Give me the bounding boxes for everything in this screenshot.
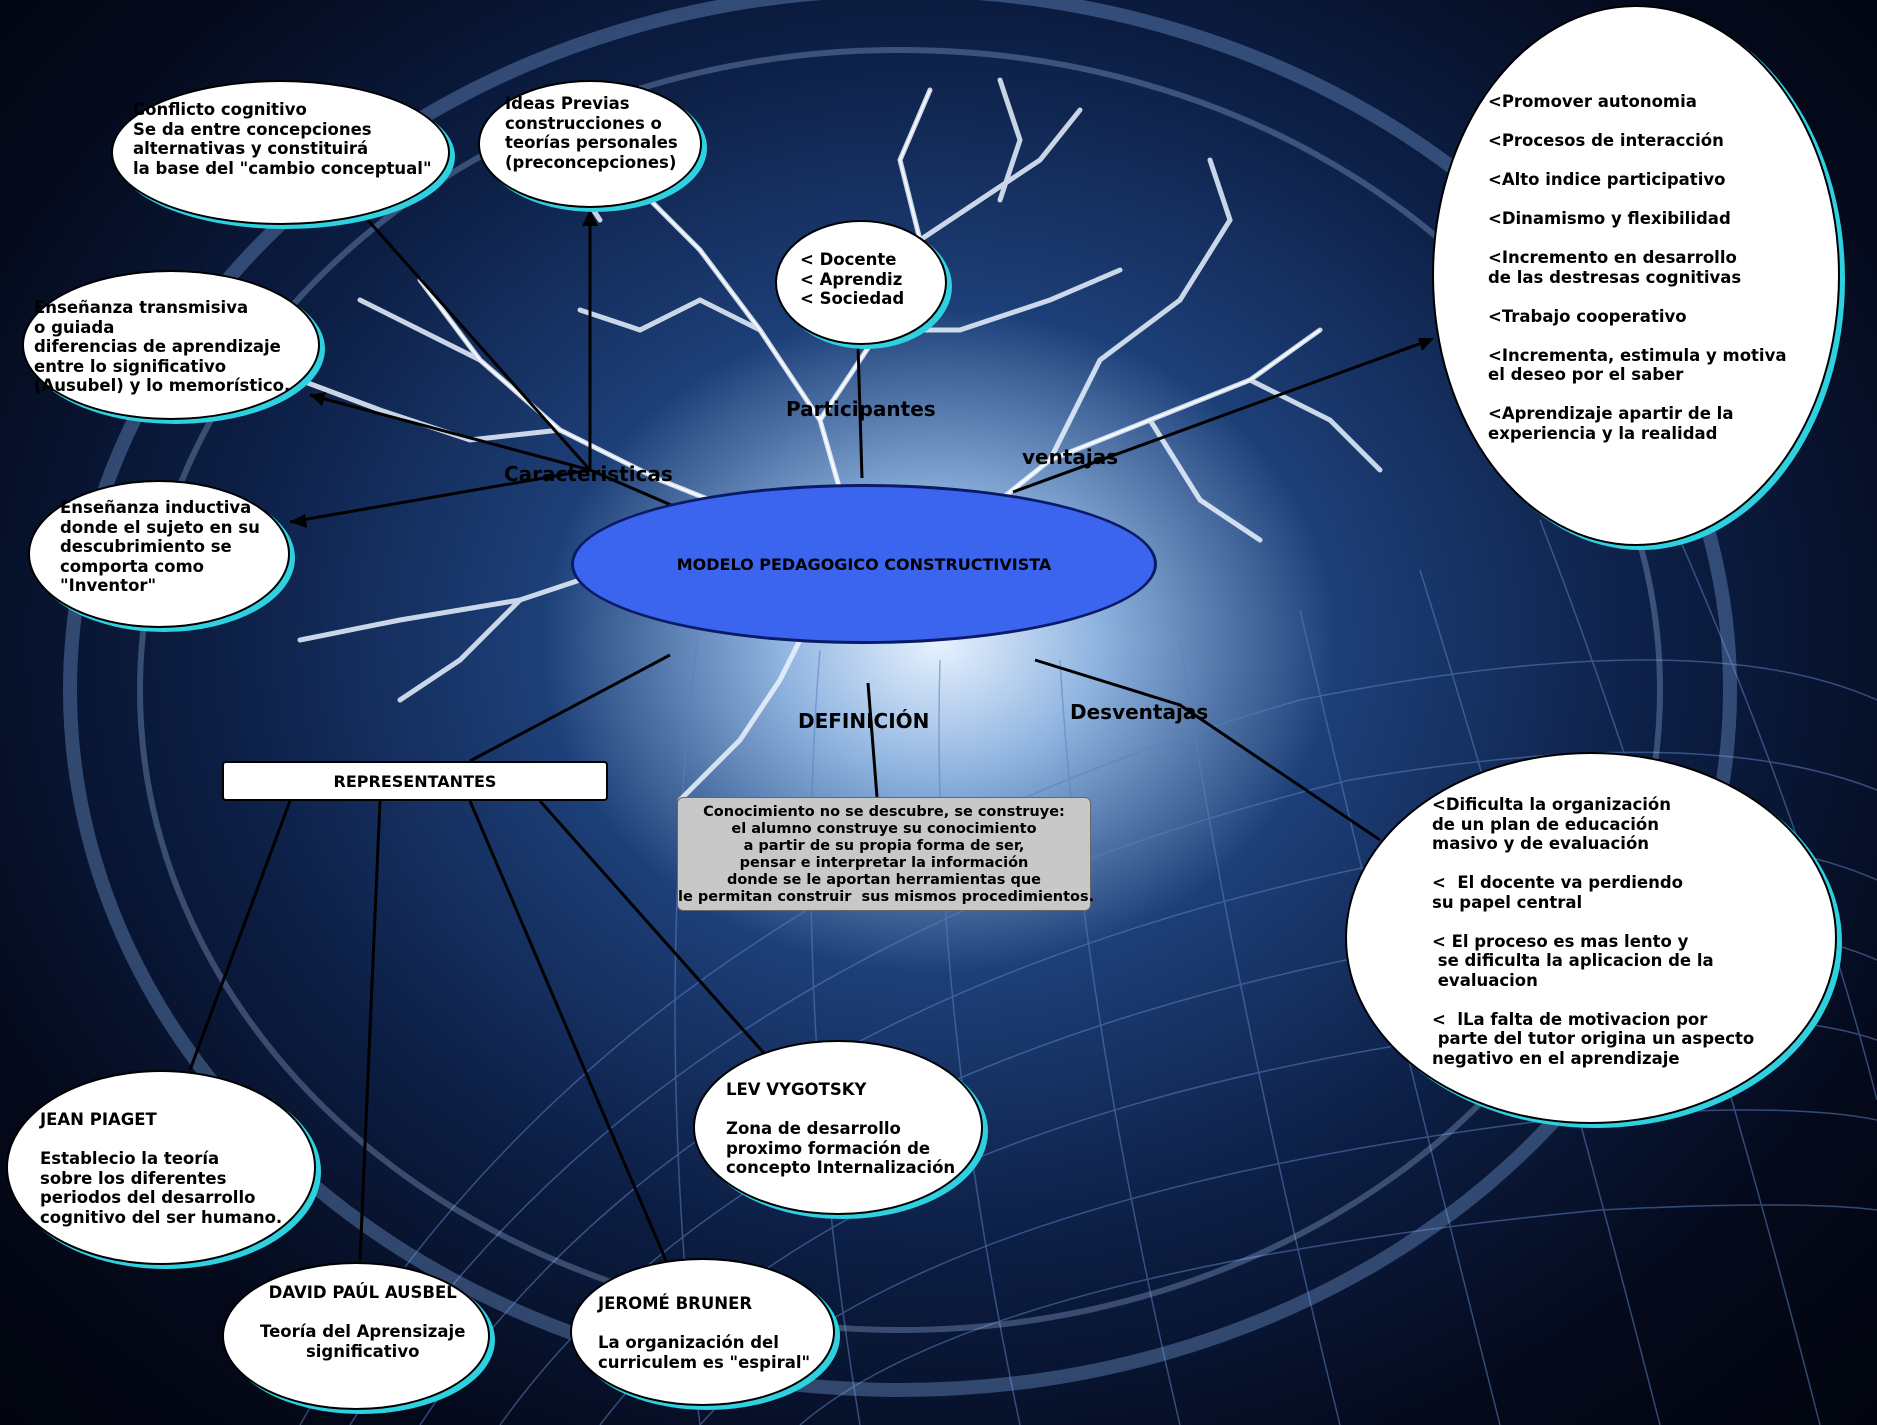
node-bruner-text: JEROMÉ BRUNER La organización del curric… xyxy=(598,1294,810,1372)
node-desventajas-text: <Dificulta la organización de un plan de… xyxy=(1432,795,1754,1068)
central-concept-title: MODELO PEDAGOGICO CONSTRUCTIVISTA xyxy=(677,555,1052,574)
lightning-branches xyxy=(300,80,1380,800)
label-participantes: Participantes xyxy=(786,397,936,421)
node-ausbel-text: DAVID PAÚL AUSBEL Teoría del Aprensizaje… xyxy=(260,1283,465,1361)
node-vygotsky-text: LEV VYGOTSKY Zona de desarrollo proximo … xyxy=(726,1080,955,1178)
label-desventajas: Desventajas xyxy=(1070,700,1208,724)
node-ideas-text: Ideas Previas construcciones o teorías p… xyxy=(505,94,678,172)
node-ventajas-text: <Promover autonomia <Procesos de interac… xyxy=(1488,92,1786,443)
representantes-label: REPRESENTANTES xyxy=(334,772,497,791)
label-definicion: DEFINICIÓN xyxy=(798,709,929,733)
central-concept: MODELO PEDAGOGICO CONSTRUCTIVISTA xyxy=(571,484,1157,644)
node-participantes-text: < Docente < Aprendiz < Sociedad xyxy=(800,250,904,309)
node-piaget-text: JEAN PIAGET Establecio la teoría sobre l… xyxy=(40,1110,282,1227)
definicion-box: Conocimiento no se descubre, se construy… xyxy=(677,797,1091,911)
label-caracteristicas: Caracteristicas xyxy=(504,462,673,486)
node-inductiva-text: Enseñanza inductiva donde el sujeto en s… xyxy=(60,498,260,596)
label-ventajas: ventajas xyxy=(1022,445,1118,469)
representantes-box: REPRESENTANTES xyxy=(222,761,608,801)
node-conflicto-text: Conflicto cognitivo Se da entre concepci… xyxy=(133,100,432,178)
node-transmisiva-text: Enseñanza transmisiva o guiada diferenci… xyxy=(34,298,290,396)
